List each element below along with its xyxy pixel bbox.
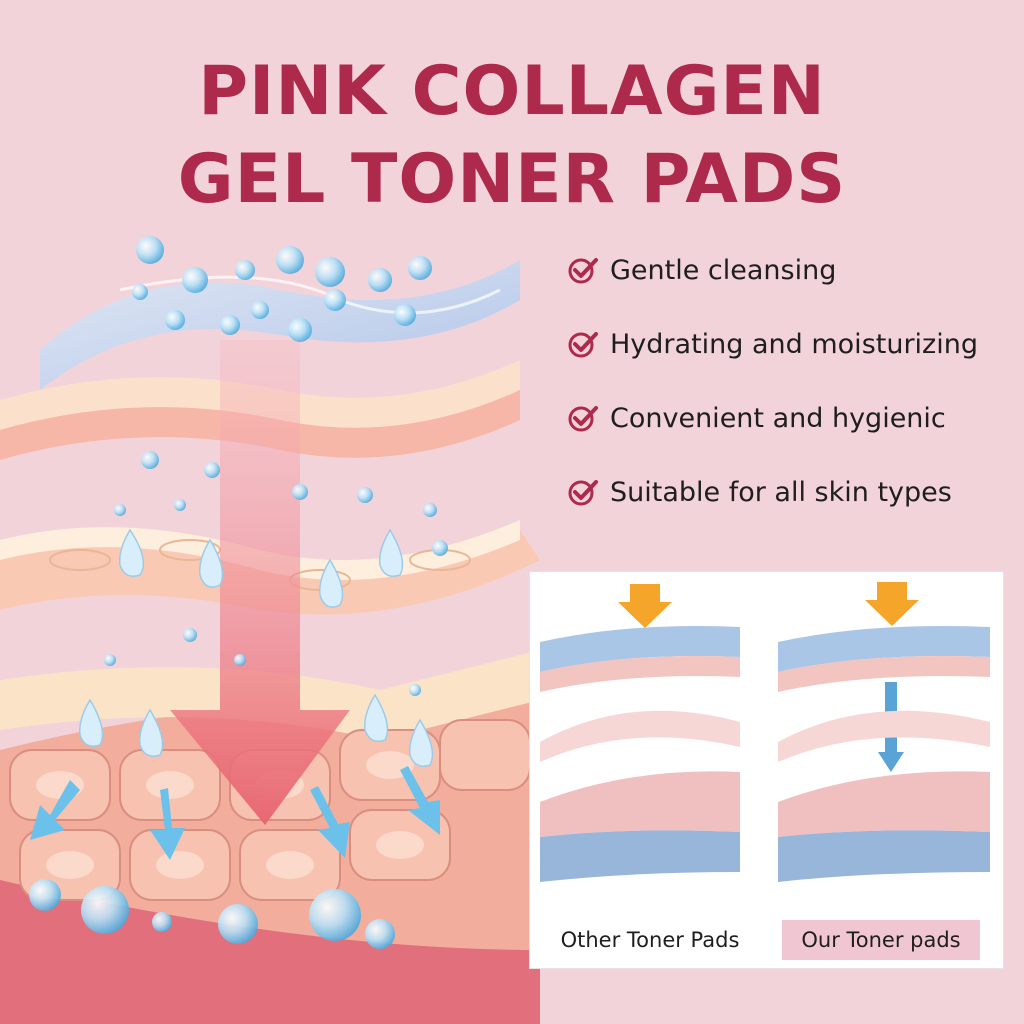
benefit-item: Hydrating and moisturizing xyxy=(566,322,1016,366)
check-circle-icon xyxy=(568,406,598,432)
penetration-arrow xyxy=(170,340,350,825)
benefit-item: Suitable for all skin types xyxy=(566,470,1016,514)
benefit-text: Convenient and hygienic xyxy=(610,402,946,434)
comparison-panel: Other Toner Pads Our Toner pads xyxy=(529,571,1004,969)
benefit-item: Gentle cleansing xyxy=(566,248,1016,292)
title-line-1: PINK COLLAGEN xyxy=(198,52,826,131)
benefit-text: Suitable for all skin types xyxy=(610,476,952,508)
benefit-list: Gentle cleansing Hydrating and moisturiz… xyxy=(566,248,1016,544)
benefit-text: Gentle cleansing xyxy=(610,254,837,286)
water-drops xyxy=(78,528,434,767)
benefit-text: Hydrating and moisturizing xyxy=(610,328,978,360)
comparison-illustration xyxy=(540,582,990,882)
check-circle-icon xyxy=(568,258,598,284)
our-pads-diagram xyxy=(778,582,990,882)
check-circle-icon xyxy=(568,332,598,358)
moisture-bubbles xyxy=(29,236,448,949)
title-line-2: GEL TONER PADS xyxy=(177,140,847,219)
our-pads-label: Our Toner pads xyxy=(782,920,980,960)
other-pads-diagram xyxy=(540,584,740,882)
check-circle-icon xyxy=(568,480,598,506)
other-pads-label: Other Toner Pads xyxy=(560,928,740,952)
page-title: PINK COLLAGEN GEL TONER PADS xyxy=(0,48,1024,224)
benefit-item: Convenient and hygienic xyxy=(566,396,1016,440)
absorption-arrows xyxy=(30,766,440,860)
skin-layers-illustration xyxy=(0,236,540,1024)
